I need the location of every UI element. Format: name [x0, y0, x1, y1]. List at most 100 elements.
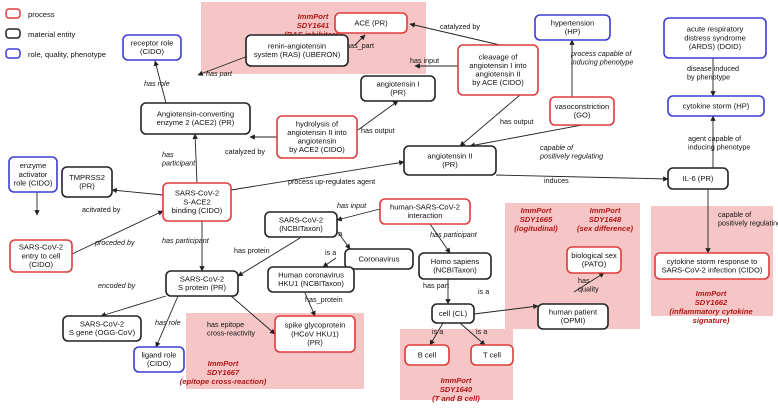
node-tmprss2[interactable]: TMPRSS2(PR) — [61, 166, 113, 198]
node-box — [470, 344, 514, 366]
edge-e1: has_part — [346, 34, 374, 50]
edge-label: agent capable of — [688, 134, 741, 143]
edge-label: cross-reactivity — [207, 329, 255, 338]
edge-label: has output — [361, 126, 395, 135]
node-vaso[interactable]: vasoconstriction(GO) — [549, 96, 615, 126]
node-sarsncbi[interactable]: SARS-CoV-2(NCBITaxon) — [264, 211, 338, 238]
node-box — [431, 303, 475, 324]
edge-arrow — [357, 100, 399, 131]
edge-label: has protein — [234, 246, 270, 255]
node-label: (HP) — [565, 27, 581, 36]
node-box — [8, 156, 58, 193]
node-label: angiotensin — [298, 137, 337, 146]
node-label: distress syndrome — [684, 33, 746, 42]
edge-label: inducing phenotype — [688, 143, 750, 152]
node-spike[interactable]: spike glycoprotein(HCoV HKU1)(PR) — [274, 315, 356, 353]
edge-arrow — [429, 322, 444, 346]
node-label: human patient — [549, 308, 598, 317]
node-label: renin-angiotensin — [268, 42, 326, 51]
node-label: enzyme 2 (ACE2) (PR) — [157, 118, 235, 127]
edge-arrow — [473, 303, 539, 315]
edge-label: positively regulating — [718, 219, 778, 228]
node-patient[interactable]: human patient(OPMI) — [537, 303, 609, 330]
edge-arrow — [495, 174, 669, 182]
edge-e27: encoded by — [98, 281, 167, 318]
node-angII[interactable]: angiotensin II(PR) — [403, 145, 497, 176]
node-cell[interactable]: cell (CL) — [431, 303, 475, 324]
edge-e2: catalyzed by — [409, 22, 501, 46]
node-label: human-SARS-CoV-2 — [390, 203, 460, 212]
node-box — [667, 167, 729, 190]
edge-e28: has role — [155, 295, 181, 348]
node-ligand[interactable]: ligand role(CIDO) — [133, 346, 185, 373]
node-angI[interactable]: angiotensin I(PR) — [360, 75, 436, 102]
node-biosex[interactable]: biological sex(PATO) — [566, 246, 622, 274]
node-label: (CIDO) — [147, 359, 172, 368]
edge-arrow — [100, 295, 167, 318]
node-box — [379, 198, 471, 225]
zone-label-line: SDY1641 — [297, 21, 330, 30]
node-sgene[interactable]: SARS-CoV-2S gene (OGG-CoV) — [62, 315, 142, 342]
node-label: SARS-CoV-2 — [19, 243, 63, 252]
node-receptor[interactable]: receptor role(CIDO) — [122, 34, 182, 61]
edge-arrow — [197, 55, 249, 76]
edge-e31: is a — [473, 287, 539, 315]
edge-label: capable of — [540, 143, 574, 152]
node-ace[interactable]: ACE (PR) — [334, 12, 408, 34]
edge-arrow — [336, 208, 381, 222]
node-label: TMPRSS2 — [69, 173, 105, 182]
node-hypertension[interactable]: hypertension(HP) — [534, 14, 611, 41]
zone-label-line: (logitudinal) — [514, 224, 558, 233]
node-sprot[interactable]: SARS-CoV-2S protein (PR) — [165, 270, 239, 297]
edge-label: quality — [578, 285, 599, 294]
node-tcell[interactable]: T cell — [470, 344, 514, 366]
legend-label: role, quality, phenotype — [28, 50, 106, 59]
edge-arrow — [230, 160, 405, 191]
edge-arrow — [469, 124, 583, 148]
node-box — [403, 145, 497, 176]
node-box — [61, 166, 113, 198]
zone-label-line: SDY1667 — [207, 368, 240, 377]
node-box — [165, 270, 239, 297]
node-label: Human coronavirus — [278, 271, 344, 280]
node-label: S protein (PR) — [178, 283, 227, 292]
node-box — [276, 115, 358, 159]
edge-label: is a — [325, 248, 336, 257]
node-label: (PR) — [307, 338, 323, 347]
node-label: HKU1 (NCBITaxon) — [278, 279, 344, 288]
node-label: interaction — [407, 211, 442, 220]
node-box — [534, 14, 611, 41]
node-box — [566, 246, 622, 274]
node-box — [549, 96, 615, 126]
node-coronavirus[interactable]: Coronavirus — [344, 248, 414, 270]
node-label: (PR) — [442, 160, 458, 169]
node-hsap[interactable]: Homo sapiens(NCBITaxon) — [418, 252, 492, 280]
edge-label: has input — [337, 201, 367, 210]
node-bcell[interactable]: B cell — [404, 344, 450, 366]
zone-label-line: ImmPort — [298, 12, 329, 21]
node-il6[interactable]: IL-6 (PR) — [667, 167, 729, 190]
node-label: (GO) — [574, 111, 591, 120]
edge-label: process up-regulates agent — [288, 177, 375, 186]
edge-e16: induces — [495, 174, 669, 185]
node-label: cytokine storm (HP) — [683, 101, 750, 110]
node-storm[interactable]: cytokine storm (HP) — [667, 95, 765, 117]
zone-label-line: (sex difference) — [577, 224, 633, 233]
legend-label: process — [28, 10, 55, 19]
edge-e11: has output — [357, 100, 399, 135]
edge-arrow — [71, 210, 164, 255]
